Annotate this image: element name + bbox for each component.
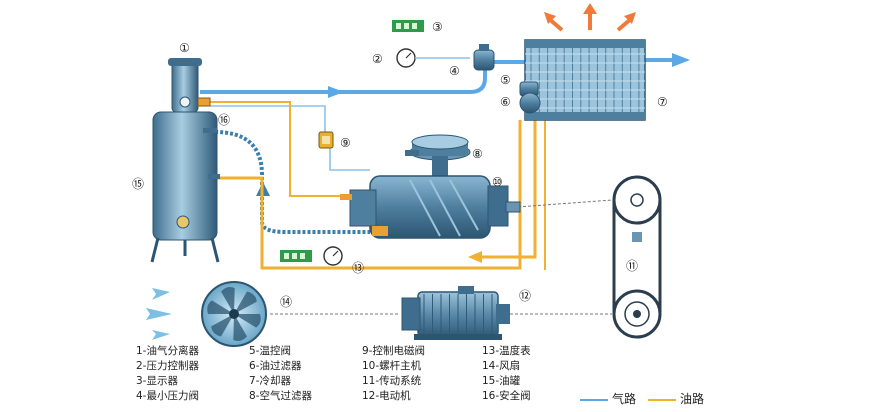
air-outlet-arrow <box>672 53 690 67</box>
fan-blade <box>211 314 234 337</box>
legend-item: 14-风扇 <box>482 360 521 372</box>
callout-1: ① <box>179 41 190 55</box>
air-filter <box>405 134 471 176</box>
cooler <box>524 39 646 121</box>
temperature-gauge <box>280 246 343 266</box>
legend-item: 12-电动机 <box>362 390 411 402</box>
legend-item: 3-显示器 <box>136 375 178 387</box>
legend-item: 8-空气过滤器 <box>249 390 312 402</box>
fan-blade <box>233 314 247 342</box>
callout-5: ⑤ <box>500 73 511 87</box>
fan-blade <box>234 291 257 314</box>
air-control-line <box>210 105 326 132</box>
legend-item: 9-控制电磁阀 <box>362 345 425 357</box>
callout-10: ⑩ <box>492 175 503 189</box>
solenoid-valve <box>318 131 334 149</box>
min-pressure-valve <box>473 44 495 71</box>
callout-12: ⑫ <box>519 289 531 303</box>
legend-item: 2-压力控制器 <box>136 360 199 372</box>
hot-air-arrows <box>544 3 636 32</box>
air-arrow <box>328 86 344 98</box>
legend-item: 5-温控阀 <box>249 345 291 357</box>
fan-blade <box>207 300 234 314</box>
oil-line-tank <box>215 120 522 270</box>
legend-item: 6-油过滤器 <box>249 360 302 372</box>
callout-2: ② <box>372 52 383 66</box>
callout-7: ⑦ <box>657 95 668 109</box>
legend-item: 7-冷却器 <box>249 375 291 387</box>
oil-path-key-label: 油路 <box>680 392 705 406</box>
callout-3: ③ <box>432 20 443 34</box>
legend-item: 13-温度表 <box>482 345 531 357</box>
air-pipe-main <box>200 68 487 94</box>
fan-blade <box>221 286 235 314</box>
shaft-line-top <box>517 199 613 208</box>
legend-item: 16-安全阀 <box>482 390 531 402</box>
air-path-key-line <box>580 399 608 401</box>
braided-hose <box>214 130 370 234</box>
oil-path-key-line <box>648 399 676 401</box>
callout-8: ⑧ <box>472 147 483 161</box>
oil-gas-separator <box>150 58 220 263</box>
oil-line-top <box>208 101 348 197</box>
callout-9: ⑨ <box>340 136 351 150</box>
callout-6: ⑥ <box>500 95 511 109</box>
callout-13: ⑬ <box>352 261 364 275</box>
oil-filter <box>519 92 541 114</box>
display-unit <box>392 20 424 32</box>
legend-item: 15-油罐 <box>482 375 521 387</box>
air-control-line-2 <box>329 148 370 171</box>
pressure-gauge <box>396 48 470 68</box>
inlet-air-arrows <box>146 288 172 340</box>
legend-item: 10-螺杆主机 <box>362 360 422 372</box>
callout-4: ④ <box>449 64 460 78</box>
belt-drive <box>612 175 662 339</box>
callout-14: ⑭ <box>280 295 292 309</box>
screw-air-end <box>340 175 521 239</box>
legend-item: 4-最小压力阀 <box>136 390 199 402</box>
legend-item: 1-油气分离器 <box>136 345 199 357</box>
legend-item: 11-传动系统 <box>362 375 422 387</box>
air-path-key-label: 气路 <box>612 392 637 406</box>
callout-15: ⑮ <box>132 177 144 191</box>
callout-16: ⑯ <box>218 113 230 127</box>
oil-line-return <box>478 118 537 259</box>
oil-return-arrow <box>468 251 482 263</box>
fan-blade <box>234 314 261 328</box>
callout-11: ⑪ <box>626 259 638 273</box>
electric-motor <box>401 286 510 340</box>
cooling-fan <box>201 281 267 347</box>
